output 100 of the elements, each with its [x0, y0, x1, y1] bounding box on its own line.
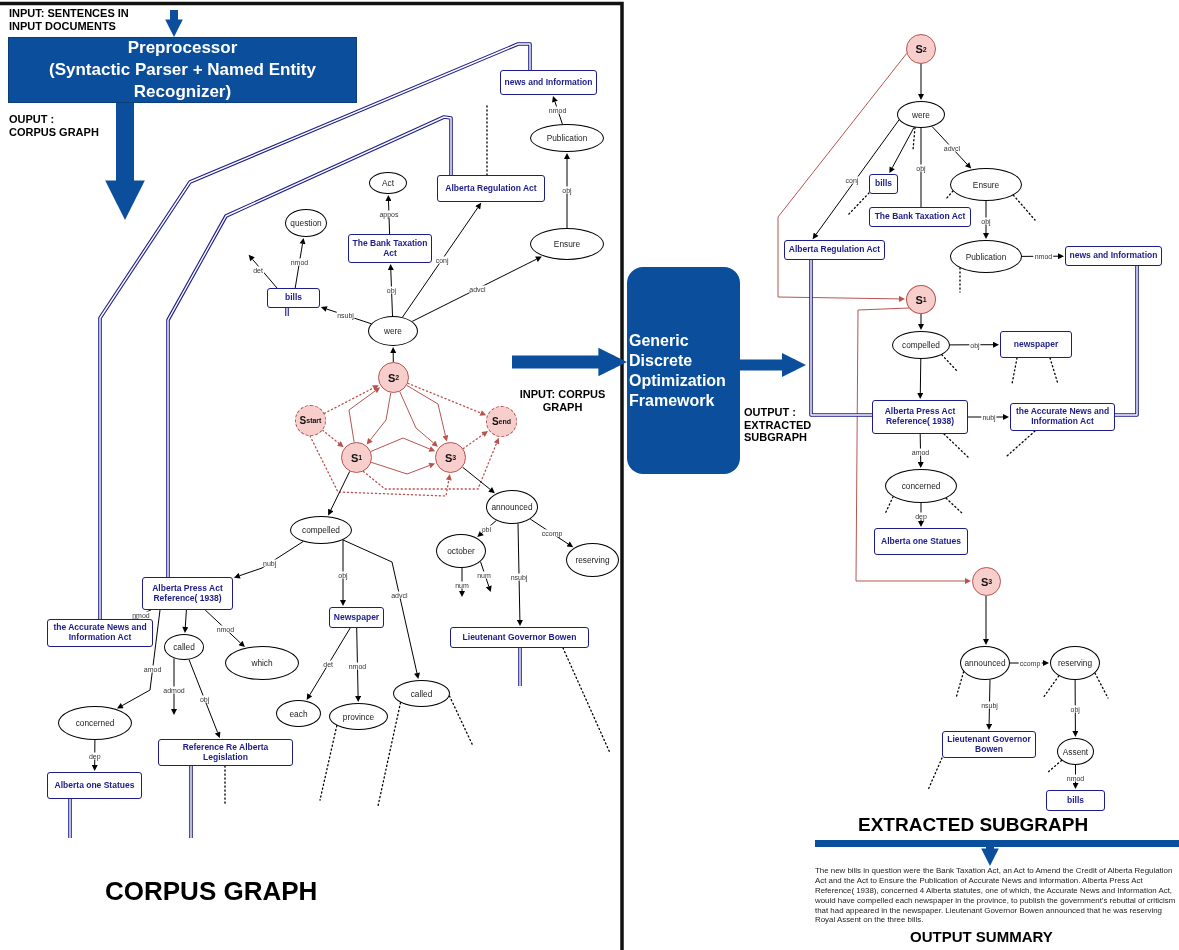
entity-box: Newspaper [329, 607, 384, 628]
dotted-line [943, 433, 969, 458]
entity-box: Alberta Regulation Act [784, 240, 885, 260]
entity-box: bills [869, 174, 898, 194]
dotted-line [941, 354, 959, 373]
word-ellipse: compelled [290, 516, 352, 544]
process-box [8, 37, 357, 103]
arrow [983, 200, 989, 239]
arrow [983, 595, 989, 645]
block-arrow [740, 352, 806, 378]
entity-box: Lieutenant Governor Bowen [450, 627, 589, 648]
dotted-line [1042, 675, 1060, 699]
panel-title: OUTPUT SUMMARY [910, 928, 1053, 946]
arrow [188, 659, 221, 739]
arrow [480, 561, 492, 593]
dotted-line [486, 102, 488, 176]
arrow [340, 539, 346, 606]
input-note: INPUT: SENTENCES IN INPUT DOCUMENTS [9, 7, 130, 33]
panel-title: EXTRACTED SUBGRAPH [858, 814, 1089, 836]
dotted-line [927, 757, 943, 791]
arrow [370, 461, 436, 475]
arrow [390, 347, 397, 363]
dotted-line [377, 701, 402, 807]
dotted-arrow [407, 382, 487, 416]
arrow [406, 384, 449, 442]
entity-box: bills [1046, 790, 1105, 811]
word-ellipse: which [225, 646, 299, 680]
arrow [889, 126, 915, 174]
arrow [171, 657, 177, 715]
arrow [399, 391, 438, 447]
entity-box: Reference Re Alberta Legislation [158, 739, 293, 766]
word-ellipse: Act [369, 172, 407, 194]
arrow [116, 609, 161, 709]
double-line [98, 42, 532, 619]
word-ellipse: Publication [950, 240, 1022, 273]
arrow [516, 523, 523, 626]
word-ellipse: announced [960, 646, 1010, 680]
dotted-line [955, 671, 965, 699]
arrow [402, 202, 482, 318]
arrow [387, 264, 394, 317]
word-ellipse: were [897, 101, 945, 128]
dotted-line [1049, 357, 1059, 385]
dotted-line [1046, 759, 1063, 774]
arrow [370, 437, 436, 452]
entity-box: Alberta one Statues [47, 772, 142, 799]
arrow [855, 307, 971, 584]
entity-box: Alberta Press Act Reference( 1938) [872, 400, 968, 434]
word-ellipse: Ensure [530, 228, 604, 260]
word-ellipse: called [164, 634, 204, 660]
arrow [918, 63, 924, 100]
double-line [809, 260, 872, 417]
word-ellipse: announced [486, 490, 538, 524]
word-ellipse: Ensure [950, 168, 1022, 201]
dotted-line [945, 190, 954, 200]
word-ellipse: Publication [530, 124, 604, 152]
block-arrow [981, 846, 999, 866]
double-line [68, 799, 72, 838]
word-ellipse: question [285, 209, 327, 237]
arrow [182, 609, 189, 633]
input-note: INPUT: CORPUS GRAPH [518, 388, 607, 414]
arrow [564, 153, 570, 229]
entity-box: news and Information [500, 70, 597, 95]
arrow [986, 679, 993, 730]
word-ellipse: Assent [1057, 738, 1094, 765]
arrow [366, 392, 392, 445]
block-arrow [105, 103, 145, 220]
word-ellipse: called [393, 680, 450, 707]
arrow [385, 195, 392, 235]
arrow [328, 470, 351, 516]
arrow [812, 119, 900, 240]
output-note: OUPUT : CORPUS GRAPH [9, 113, 99, 139]
word-ellipse: were [368, 316, 418, 346]
word-ellipse: concerned [58, 706, 132, 740]
arrow [917, 358, 924, 399]
entity-box: Lieutenant Governor Bowen [942, 731, 1036, 758]
word-ellipse: compelled [892, 331, 950, 359]
arrow [306, 627, 351, 700]
entity-box: The Bank Taxation Act [348, 234, 432, 263]
word-ellipse: concerned [885, 469, 957, 503]
process-box: Generic Discrete Optimization Framework [627, 267, 740, 474]
double-line [1115, 266, 1139, 417]
panel-title: CORPUS GRAPH [105, 877, 318, 907]
arrow [204, 609, 245, 648]
dotted-line [1011, 357, 1018, 385]
entity-box: Alberta Press Act Reference( 1938) [142, 577, 233, 610]
word-ellipse: each [276, 700, 321, 727]
dotted-line [562, 647, 611, 754]
arrow [294, 237, 306, 289]
entity-box: newspaper [1000, 331, 1072, 358]
dotted-line [959, 267, 961, 293]
dotted-line [1006, 430, 1036, 457]
entity-box: Alberta Regulation Act [437, 175, 545, 202]
arrow [1072, 764, 1079, 789]
arrow [342, 539, 420, 680]
dotted-line [884, 496, 894, 515]
entity-box: Alberta one Statues [874, 528, 968, 555]
word-ellipse: reserving [1050, 646, 1100, 680]
double-line [518, 648, 522, 686]
arrow [918, 313, 924, 330]
arrow [1072, 679, 1079, 737]
